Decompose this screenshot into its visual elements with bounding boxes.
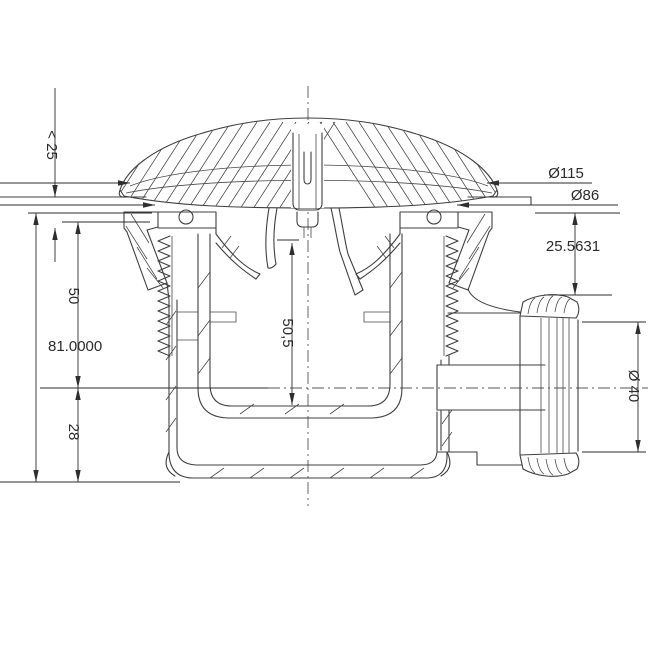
right-o-ring [426,209,442,225]
label-outlet-diameter: Ø 40 [625,370,642,403]
knurled-nut [519,294,580,477]
label-flange-to-nut: 25.5631 [546,238,600,255]
inner-cup [197,233,403,419]
dimension-labels: < 25 Ø115 Ø86 25.5631 50 50,5 81.0000 28… [43,130,642,440]
dimension-lines [0,88,641,482]
label-inner-depth: 50,5 [279,318,296,347]
outlet-assembly [436,288,580,477]
funnel-insert [215,207,401,296]
label-cap-diameter: Ø115 [548,165,584,182]
label-max-panel-thickness: < 25 [43,130,60,160]
left-o-ring [178,209,194,225]
label-total-height: 81.0000 [48,338,102,355]
boss-cutout [291,124,324,208]
center-boss [292,132,323,238]
cap-section [118,117,499,238]
right-clamp-nut [448,211,493,291]
left-clamp-nut [123,211,168,291]
label-lower-height: 28 [65,424,82,441]
label-upper-depth: 50 [65,288,82,305]
outer-shell [165,282,453,479]
label-flange-diameter: Ø86 [571,187,599,204]
centerlines [268,86,648,506]
threaded-neck [157,235,459,357]
tray-sheet [0,196,532,206]
flange-assembly [123,209,493,291]
